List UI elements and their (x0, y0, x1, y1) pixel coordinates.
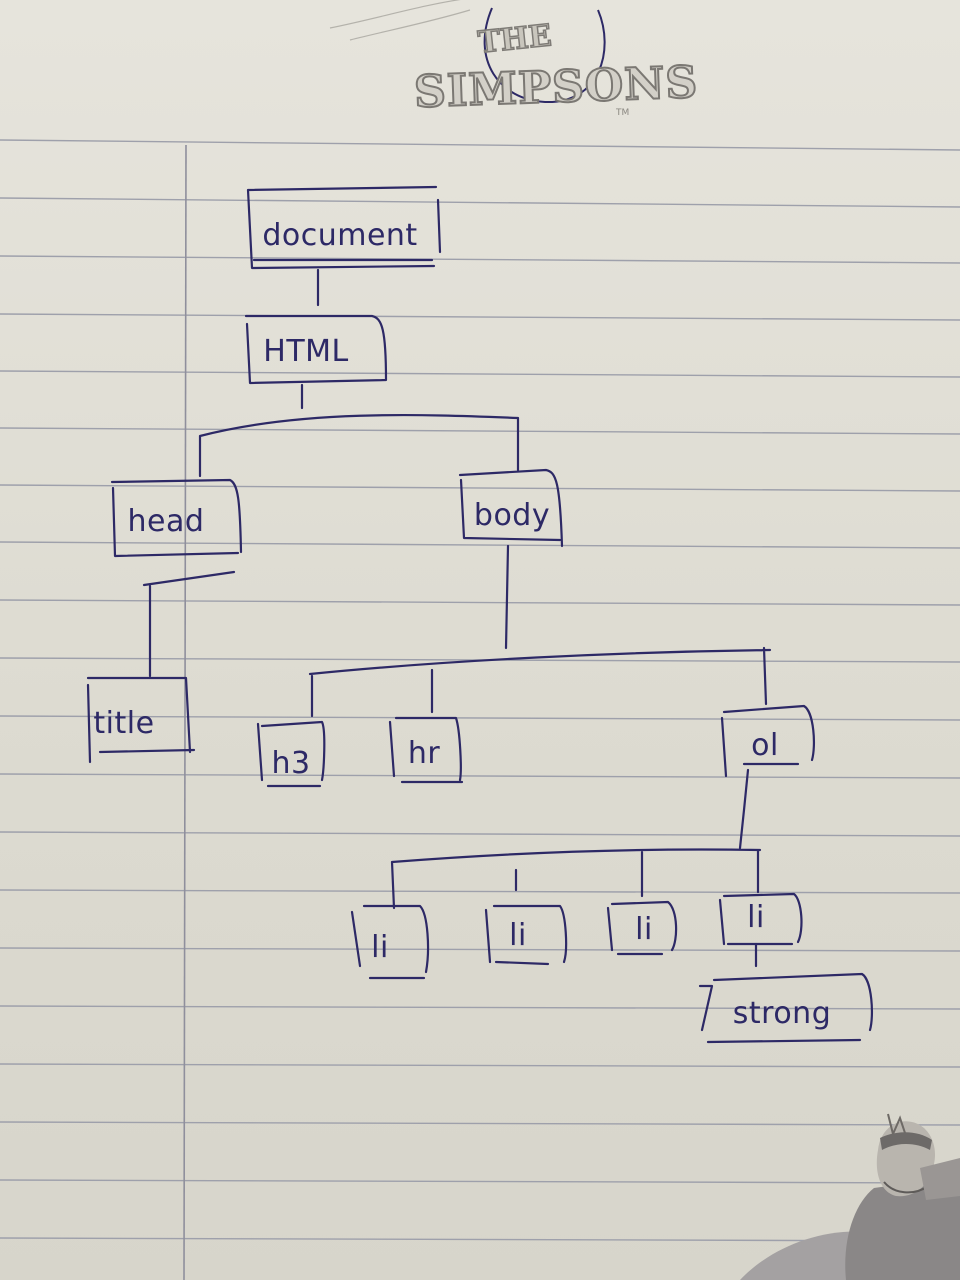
ol-box (720, 704, 815, 778)
title-box (86, 676, 196, 764)
logo-simpsons-text: SIMPSONS (412, 56, 700, 119)
h3-box (256, 720, 326, 788)
body-children-edge (308, 544, 772, 718)
node-boxes (86, 185, 873, 1044)
node-ol: ol (751, 728, 779, 763)
document-box (246, 185, 442, 270)
node-title: title (93, 706, 155, 741)
ol-children-edge (390, 768, 762, 910)
logo-trademark: TM (616, 108, 630, 118)
body-box (458, 468, 564, 548)
hr-box (388, 716, 464, 784)
connectors (142, 268, 772, 968)
node-hr: hr (407, 736, 441, 771)
li-2-box (484, 904, 568, 966)
logo-scribble (329, 0, 606, 104)
margin-line (183, 144, 187, 1280)
head-box (110, 478, 243, 558)
node-strong: strong (732, 996, 832, 1031)
node-head: head (127, 504, 205, 539)
node-document: document (262, 218, 418, 253)
head-title-edge (142, 570, 236, 678)
node-li-1: li (371, 930, 389, 965)
li-4-box (718, 892, 803, 946)
li-1-box (350, 904, 430, 980)
node-li-4: li (747, 900, 765, 935)
html-box (244, 314, 388, 385)
node-body: body (473, 498, 551, 533)
node-li-3: li (635, 912, 653, 947)
homer-figure (740, 1113, 960, 1280)
strong-box (698, 972, 873, 1044)
node-html: HTML (263, 334, 349, 369)
node-li-2: li (509, 918, 527, 953)
li-3-box (606, 900, 678, 956)
html-children-edge (198, 383, 520, 478)
node-h3: h3 (271, 746, 311, 781)
ruled-lines (0, 139, 960, 1242)
